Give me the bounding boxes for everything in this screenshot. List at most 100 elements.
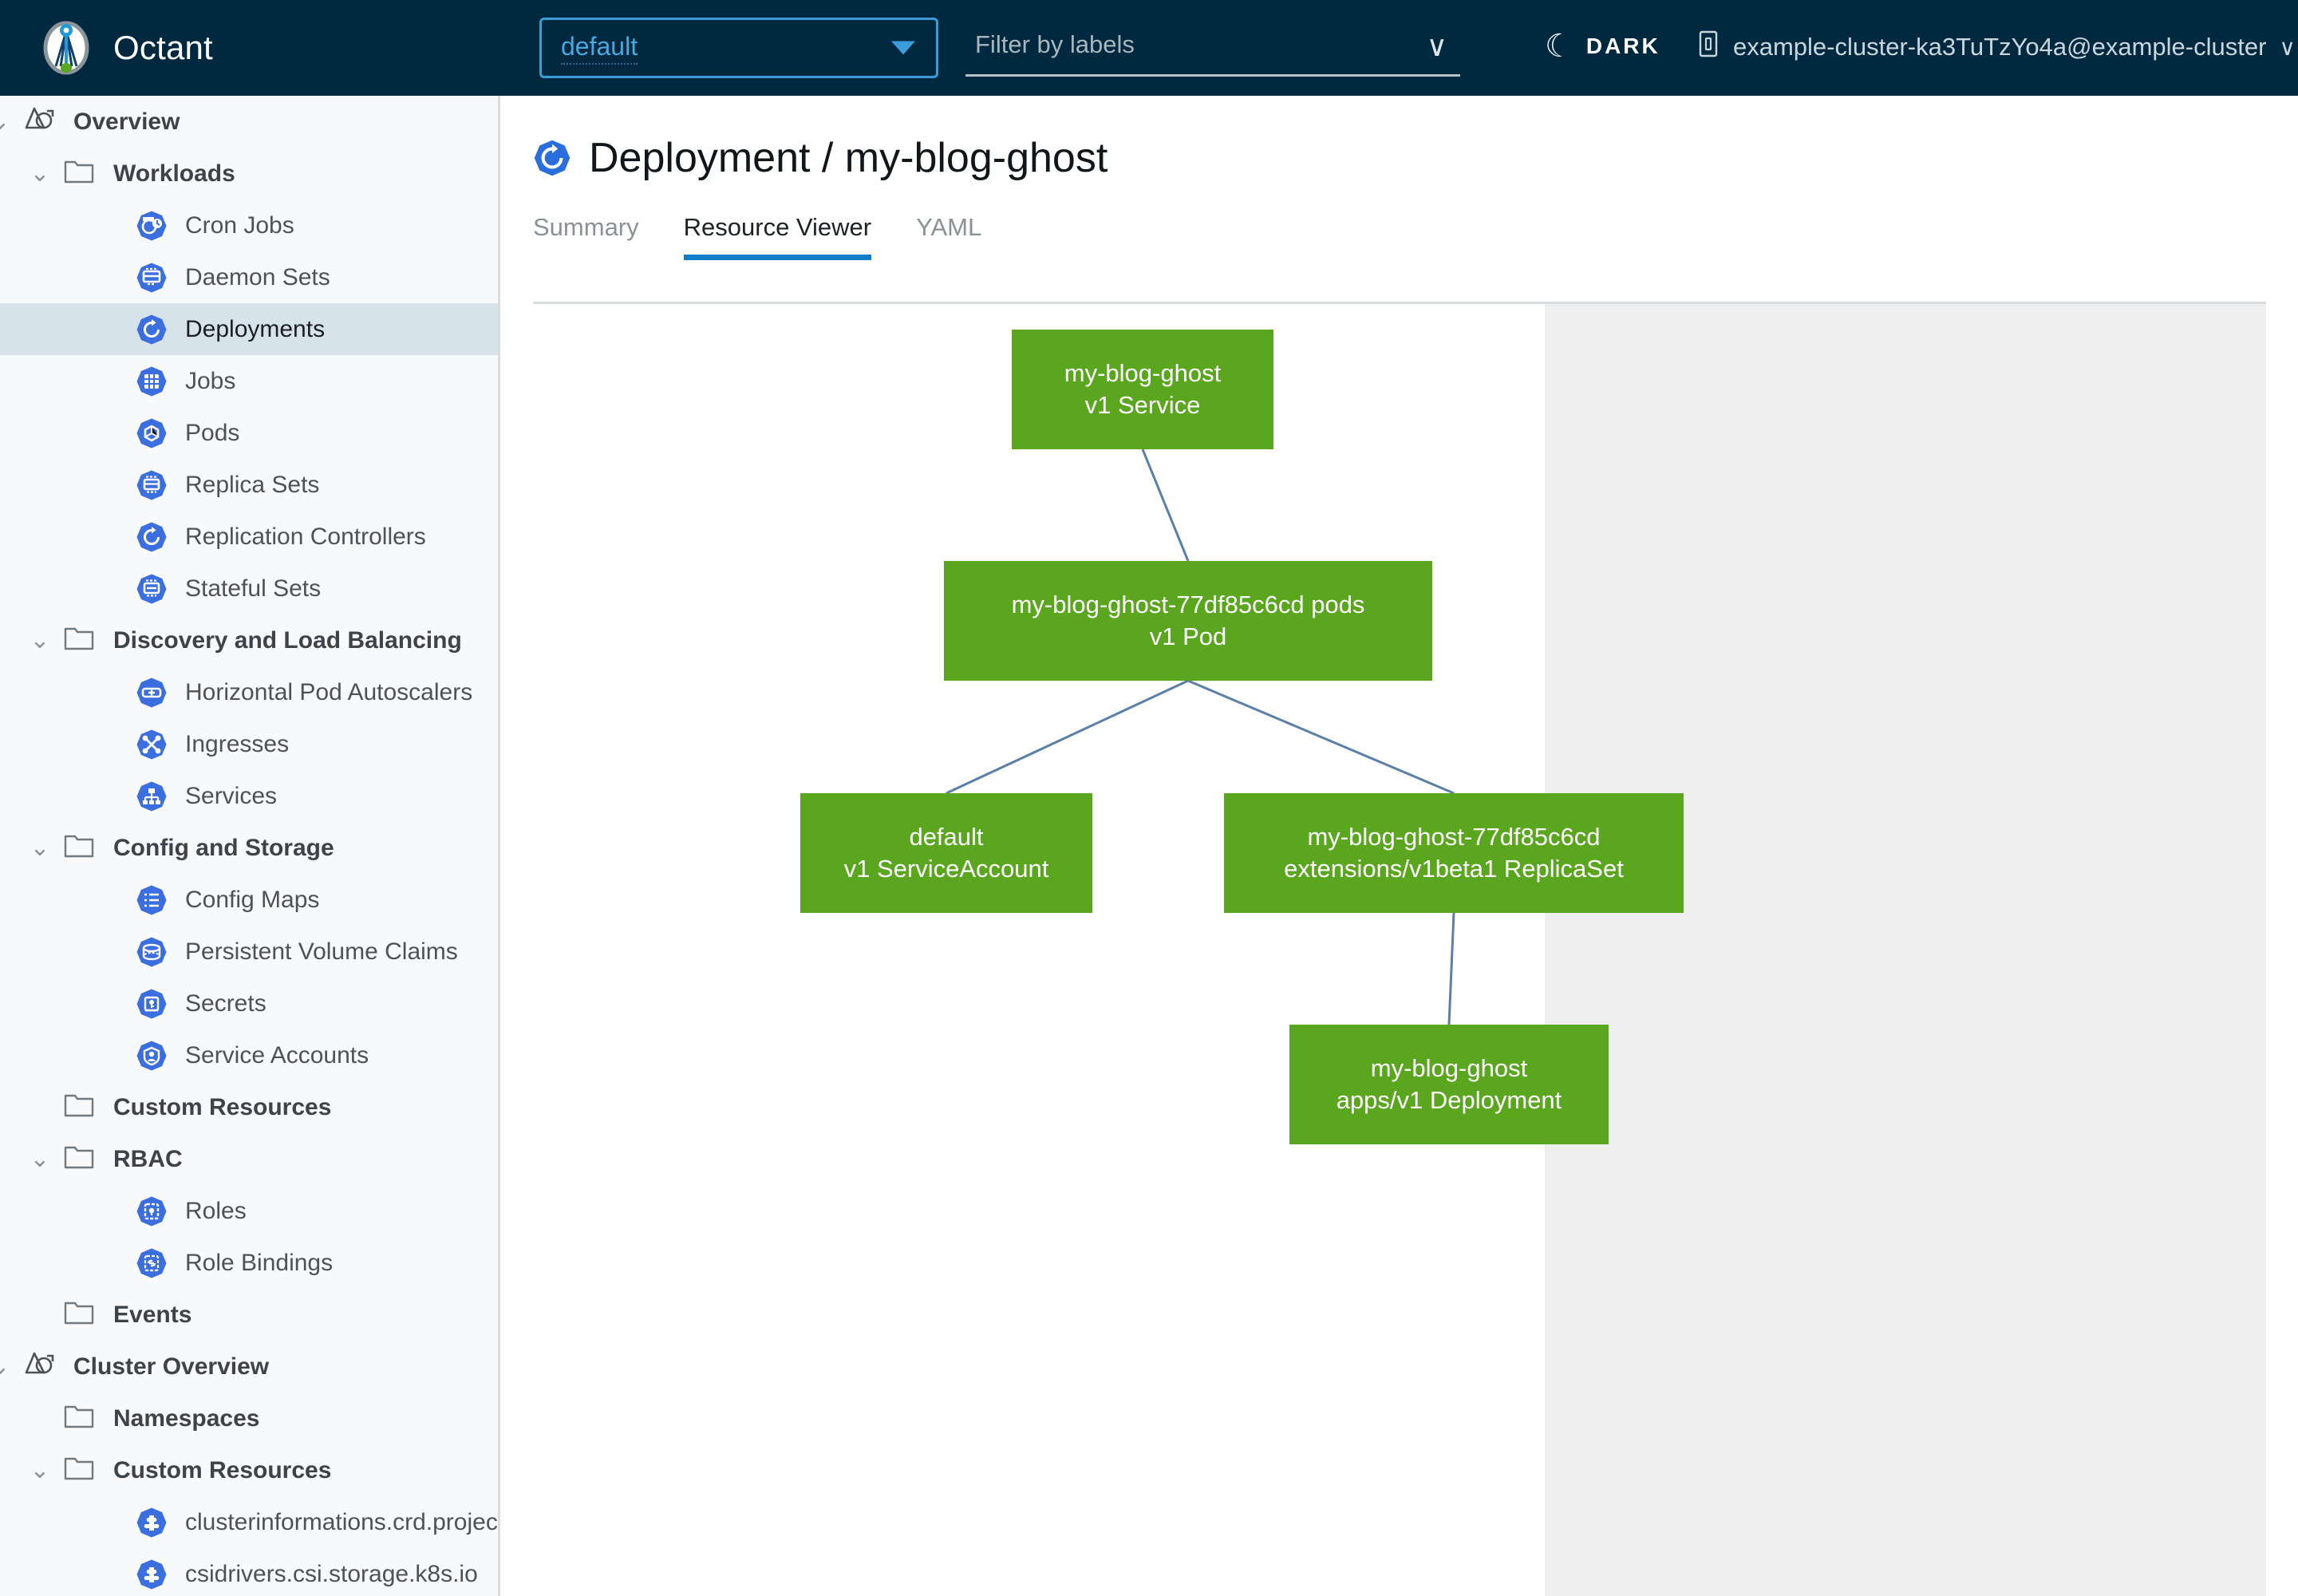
sidebar-item-cron-jobs[interactable]: Cron Jobs [0, 200, 498, 251]
overview-icon [24, 1351, 56, 1383]
sidebar-item-label: Pods [185, 419, 240, 446]
chevron-down-icon[interactable]: ⌄ [0, 1354, 24, 1378]
tab-resource-viewer[interactable]: Resource Viewer [683, 213, 872, 260]
tab-divider [533, 302, 2266, 304]
configmap-icon [136, 884, 168, 916]
sidebar-item-label: Daemon Sets [185, 263, 330, 290]
sidebar-item-role-bindings[interactable]: Role Bindings [0, 1237, 498, 1289]
resource-viewer-canvas[interactable]: my-blog-ghost v1 Service my-blog-ghost-77d… [533, 304, 2266, 1596]
sidebar-item-pods[interactable]: Pods [0, 407, 498, 459]
chevron-down-icon[interactable]: ⌄ [30, 1456, 50, 1483]
sidebar-item-replica-sets[interactable]: Replica Sets [0, 459, 498, 511]
sidebar-item-overview[interactable]: ⌄Overview [0, 96, 498, 148]
chevron-down-icon[interactable]: ∨ [1426, 30, 1447, 62]
sidebar-item-replication-controllers[interactable]: Replication Controllers [0, 511, 498, 563]
sidebar-item-services[interactable]: Services [0, 770, 498, 822]
folder-icon [64, 1455, 96, 1487]
sidebar-item-stateful-sets[interactable]: Stateful Sets [0, 563, 498, 614]
sidebar-item-events[interactable]: Events [0, 1289, 498, 1341]
tab-bar[interactable]: Summary Resource Viewer YAML [533, 209, 2298, 260]
sidebar-item-label: Service Accounts [185, 1041, 369, 1069]
sidebar-item-rbac[interactable]: ⌄ RBAC [0, 1133, 498, 1185]
sidebar-item-persistent-volume-claims[interactable]: Persistent Volume Claims [0, 926, 498, 978]
resource-graph: my-blog-ghost v1 Service my-blog-ghost-77d… [533, 304, 1684, 1596]
sidebar-item-label: Replica Sets [185, 471, 320, 498]
chevron-down-icon[interactable]: ⌄ [30, 160, 50, 187]
tab-yaml[interactable]: YAML [916, 213, 982, 241]
folder-icon [64, 1144, 96, 1175]
sidebar-item-roles[interactable]: Roles [0, 1185, 498, 1237]
sidebar-item-label: Discovery and Load Balancing [113, 626, 462, 654]
sidebar-item-label: Services [185, 782, 278, 809]
tab-summary[interactable]: Summary [533, 213, 639, 241]
label-filter-placeholder: Filter by labels [975, 30, 1135, 58]
chevron-down-icon[interactable]: ⌄ [30, 626, 50, 654]
theme-toggle-label: DARK [1585, 34, 1660, 58]
sidebar-item-secrets[interactable]: Secrets [0, 978, 498, 1029]
sidebar-item-custom-resources[interactable]: ⌄Custom Resources [0, 1444, 498, 1496]
sidebar-item-discovery-and-load-balancing[interactable]: ⌄ Discovery and Load Balancing [0, 614, 498, 666]
deployment-icon [136, 314, 168, 346]
sidebar-item-label: Cluster Overview [73, 1353, 270, 1380]
crd-icon [136, 1507, 168, 1539]
deployment-icon [533, 139, 571, 177]
sidebar-item-jobs[interactable]: Jobs [0, 355, 498, 407]
sidebar-item-workloads[interactable]: ⌄Workloads [0, 148, 498, 200]
replicaset-icon [136, 469, 168, 501]
sidebar-item-config-and-storage[interactable]: ⌄Config and Storage [0, 822, 498, 874]
sidebar-item-label: clusterinformations.crd.projec [185, 1508, 498, 1535]
sidebar-item-label: Stateful Sets [185, 575, 322, 602]
graph-edges [946, 448, 1455, 1025]
sidebar-item-label: Roles [185, 1197, 247, 1224]
graph-node-kind: v1 ServiceAccount [843, 855, 1049, 883]
sidebar-item-clusterinformations-crd-projec[interactable]: clusterinformations.crd.projec [0, 1496, 498, 1548]
namespace-value: default [561, 32, 638, 65]
overview-icon [24, 106, 56, 138]
sidebar-item-label: csidrivers.csi.storage.k8s.io [185, 1560, 478, 1587]
graph-node-kind: v1 Service [1084, 391, 1201, 419]
sidebar-item-custom-resources[interactable]: Custom Resources [0, 1081, 498, 1133]
folder-icon [64, 158, 96, 190]
sidebar-item-label: RBAC [113, 1145, 183, 1172]
graph-edge [1187, 679, 1455, 795]
sidebar-item-namespaces[interactable]: Namespaces [0, 1393, 498, 1444]
sidebar-item-label: Namespaces [113, 1404, 260, 1432]
sidebar-item-horizontal-pod-autoscalers[interactable]: Horizontal Pod Autoscalers [0, 666, 498, 718]
brand-name: Octant [113, 29, 213, 66]
sidebar-item-csidrivers-csi-storage-k8s-io[interactable]: csidrivers.csi.storage.k8s.io [0, 1548, 498, 1596]
sidebar-item-cluster-overview[interactable]: ⌄ Cluster Overview [0, 1341, 498, 1393]
sidebar-item-label: Role Bindings [185, 1249, 334, 1276]
theme-toggle[interactable]: ☾ DARK [1545, 30, 1660, 62]
rolebinding-icon [136, 1247, 168, 1279]
chevron-down-icon[interactable]: ⌄ [0, 109, 24, 133]
service-icon [136, 780, 168, 812]
sidebar-item-label: Jobs [185, 367, 236, 394]
sidebar-item-label: Horizontal Pod Autoscalers [185, 678, 473, 705]
graph-node-service[interactable]: my-blog-ghost v1 Service [1012, 330, 1273, 449]
graph-node-title: my-blog-ghost [1064, 359, 1222, 388]
replicationcontroller-icon [136, 521, 168, 553]
label-filter-input[interactable]: Filter by labels ∨ [965, 21, 1460, 77]
sidebar-item-ingresses[interactable]: Ingresses [0, 718, 498, 770]
daemonset-icon [136, 262, 168, 294]
chevron-down-icon[interactable]: ⌄ [30, 834, 50, 861]
sidebar-item-config-maps[interactable]: Config Maps [0, 874, 498, 926]
cluster-context-selector[interactable]: example-cluster-ka3TuTzYo4a@example-clus… [1696, 30, 2296, 64]
sidebar-item-label: Ingresses [185, 730, 290, 757]
brand: Octant [38, 20, 485, 76]
sidebar-item-deployments[interactable]: Deployments [0, 303, 498, 355]
cluster-icon [1696, 30, 1720, 64]
sidebar-item-label: Secrets [185, 990, 267, 1017]
sidebar-item-service-accounts[interactable]: Service Accounts [0, 1029, 498, 1081]
graph-node-title: my-blog-ghost-77df85c6cd pods [1011, 591, 1365, 619]
chevron-down-icon[interactable]: ⌄ [30, 1145, 50, 1172]
namespace-selector[interactable]: default [539, 18, 938, 78]
sidebar-item-daemon-sets[interactable]: Daemon Sets [0, 251, 498, 303]
